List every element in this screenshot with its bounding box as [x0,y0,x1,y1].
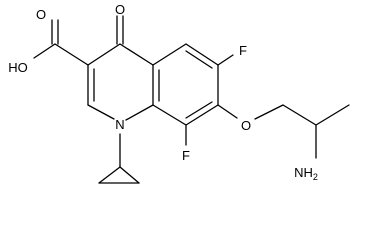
ketone-group: O [115,2,125,45]
bond-c7-c8-double [185,101,213,119]
fluorine-8-label: F [182,148,190,163]
carboxyl-oxygen-label: O [36,7,46,22]
bond-ch-ch3 [315,104,350,126]
bond-c7-c8 [185,104,219,126]
aminopropoxy-side-chain: O NH2 [217,104,350,182]
cyclopropyl-group [98,133,140,184]
amine-main-label: NH [294,165,313,180]
bond-o-ch2 [254,104,284,120]
bond-n1-c2 [87,104,115,120]
hydroxyl-label: HO [8,60,28,75]
bond-ch2-ch [282,104,317,126]
fluorine-8-group: F [182,124,190,163]
bond-c4-c4a [119,43,154,66]
bond-c3-cooh [54,43,89,66]
chemical-structure-diagram: O O HO F F N O NH2 [8,2,350,184]
ether-oxygen-label: O [241,118,251,133]
ring-nitrogen-label: N [115,117,124,132]
bond-c6-f [217,54,234,66]
bond-c7-o [217,104,238,119]
amine-subscript-label: 2 [313,172,318,182]
bond-c5-c6 [185,43,219,66]
ketone-oxygen-label: O [115,2,125,17]
fluorine-6-label: F [239,43,247,58]
fluorine-6-group: F [217,43,247,66]
bond-c8-c8a [152,104,187,126]
bond-c8a-n1 [125,104,154,121]
bond-cooh-oh [33,43,56,59]
pyridone-ring [87,43,154,121]
carboxylic-acid-group: O HO [8,7,89,75]
bond-c5-c6-double [185,50,213,69]
bond-cyclopropyl-right [119,166,140,184]
bond-c3-c4 [87,43,121,66]
benzene-ring [152,43,219,126]
amine-label: NH2 [294,165,318,182]
bond-cyclopropyl-left [98,166,121,184]
bond-c4a-c5 [152,43,187,66]
